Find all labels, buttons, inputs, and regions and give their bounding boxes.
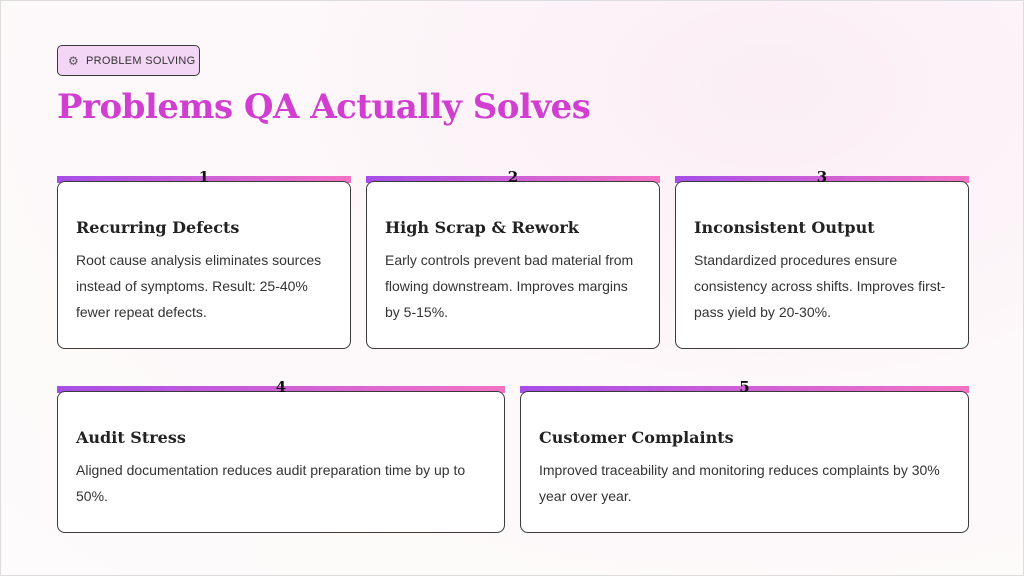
card-text: Early controls prevent bad material from… <box>385 252 634 320</box>
badge-label: PROBLEM SOLVING <box>86 55 196 67</box>
card-title: Inconsistent Output <box>694 218 875 237</box>
card-number: 1 <box>198 168 210 186</box>
section-badge: ⚙ PROBLEM SOLVING <box>57 45 200 76</box>
card-number: 4 <box>275 378 287 396</box>
accent-bar <box>366 176 660 183</box>
card-number: 3 <box>816 168 828 186</box>
card-title: Recurring Defects <box>76 218 240 237</box>
accent-bar <box>675 176 969 183</box>
accent-bar <box>520 386 969 393</box>
gear-hand-icon: ⚙ <box>68 54 79 68</box>
card-title: Audit Stress <box>76 428 186 447</box>
card-title: Customer Complaints <box>539 428 734 447</box>
card-text: Aligned documentation reduces audit prep… <box>76 462 466 504</box>
card-text: Standardized procedures ensure consisten… <box>694 252 946 320</box>
accent-bar <box>57 386 505 393</box>
card-text: Improved traceability and monitoring red… <box>539 462 940 504</box>
card-text: Root cause analysis eliminates sources i… <box>76 252 322 320</box>
card-number: 2 <box>507 168 519 186</box>
page-title: Problems QA Actually Solves <box>57 87 591 127</box>
card-number: 5 <box>739 378 750 396</box>
accent-bar <box>57 176 351 183</box>
card-title: High Scrap & Rework <box>385 218 579 237</box>
